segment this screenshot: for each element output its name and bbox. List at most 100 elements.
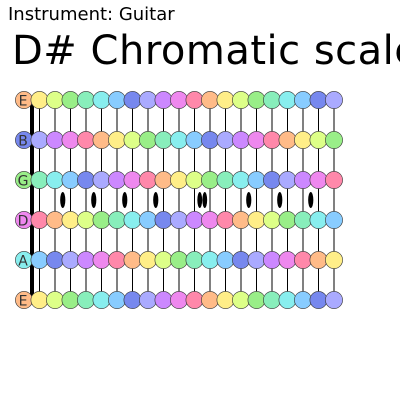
note-marker xyxy=(263,91,281,109)
note-marker xyxy=(30,171,49,189)
note-marker xyxy=(232,211,250,229)
fret-inlays xyxy=(60,192,314,208)
note-marker xyxy=(278,91,297,109)
string-name-label: G xyxy=(18,174,29,190)
note-marker xyxy=(61,211,80,229)
note-marker xyxy=(46,91,64,109)
note-marker xyxy=(325,291,343,309)
note-marker xyxy=(108,171,126,189)
note-marker xyxy=(61,291,80,309)
inlay-marker xyxy=(91,192,97,208)
note-marker xyxy=(185,131,204,149)
note-marker xyxy=(108,91,126,109)
note-marker xyxy=(247,251,266,269)
note-marker xyxy=(201,251,219,269)
note-marker xyxy=(185,291,204,309)
note-marker xyxy=(46,211,64,229)
note-marker xyxy=(170,171,188,189)
note-marker xyxy=(170,131,188,149)
note-marker xyxy=(139,251,157,269)
note-marker xyxy=(61,91,80,109)
note-marker xyxy=(216,291,235,309)
note-marker xyxy=(294,211,312,229)
note-marker xyxy=(232,171,250,189)
note-marker xyxy=(294,91,312,109)
note-marker xyxy=(154,211,173,229)
note-marker xyxy=(77,171,95,189)
inlay-marker xyxy=(277,192,283,208)
note-marker xyxy=(170,251,188,269)
note-marker xyxy=(325,91,343,109)
string-name-label: D xyxy=(18,214,29,230)
note-marker xyxy=(294,131,312,149)
note-marker xyxy=(325,171,343,189)
inlay-marker xyxy=(197,192,203,208)
note-marker xyxy=(123,291,142,309)
note-marker xyxy=(309,91,328,109)
string-name-label: A xyxy=(18,254,28,270)
note-marker xyxy=(216,171,235,189)
note-marker xyxy=(232,131,250,149)
inlay-marker xyxy=(60,192,66,208)
note-marker xyxy=(263,291,281,309)
note-marker xyxy=(185,91,204,109)
note-marker xyxy=(294,291,312,309)
note-marker xyxy=(77,211,95,229)
note-marker xyxy=(61,251,80,269)
note-marker xyxy=(216,211,235,229)
note-marker xyxy=(294,171,312,189)
note-marker xyxy=(61,171,80,189)
note-marker xyxy=(309,171,328,189)
note-marker xyxy=(325,211,343,229)
note-marker xyxy=(139,91,157,109)
note-marker xyxy=(216,251,235,269)
note-marker xyxy=(278,291,297,309)
note-marker xyxy=(247,291,266,309)
note-marker xyxy=(294,251,312,269)
note-marker xyxy=(92,291,111,309)
note-marker xyxy=(201,91,219,109)
note-marker xyxy=(170,211,188,229)
note-marker xyxy=(123,171,142,189)
note-marker xyxy=(154,251,173,269)
note-marker xyxy=(247,91,266,109)
note-marker xyxy=(170,91,188,109)
note-marker xyxy=(309,131,328,149)
note-marker xyxy=(263,131,281,149)
note-marker xyxy=(92,251,111,269)
note-marker xyxy=(92,131,111,149)
note-marker xyxy=(77,291,95,309)
scale-title: D# Chromatic scale xyxy=(12,28,400,74)
note-marker xyxy=(30,251,49,269)
note-marker xyxy=(185,171,204,189)
note-marker xyxy=(154,291,173,309)
note-marker xyxy=(201,171,219,189)
note-marker xyxy=(108,131,126,149)
note-marker xyxy=(325,131,343,149)
note-marker xyxy=(263,171,281,189)
inlay-marker xyxy=(153,192,159,208)
note-marker xyxy=(77,91,95,109)
note-marker xyxy=(123,211,142,229)
string-name-label: B xyxy=(18,134,28,150)
note-marker xyxy=(30,91,49,109)
note-marker xyxy=(232,251,250,269)
note-marker xyxy=(309,291,328,309)
inlay-marker xyxy=(246,192,252,208)
note-marker xyxy=(108,291,126,309)
note-marker xyxy=(123,91,142,109)
note-marker xyxy=(185,251,204,269)
note-marker xyxy=(201,291,219,309)
note-marker xyxy=(30,131,49,149)
note-marker xyxy=(154,131,173,149)
instrument-label: Instrument: Guitar xyxy=(8,4,175,25)
inlay-marker xyxy=(308,192,314,208)
note-marker xyxy=(92,91,111,109)
note-marker xyxy=(123,251,142,269)
note-marker xyxy=(46,131,64,149)
note-marker xyxy=(139,171,157,189)
note-marker xyxy=(278,211,297,229)
note-marker xyxy=(77,131,95,149)
note-marker xyxy=(46,251,64,269)
